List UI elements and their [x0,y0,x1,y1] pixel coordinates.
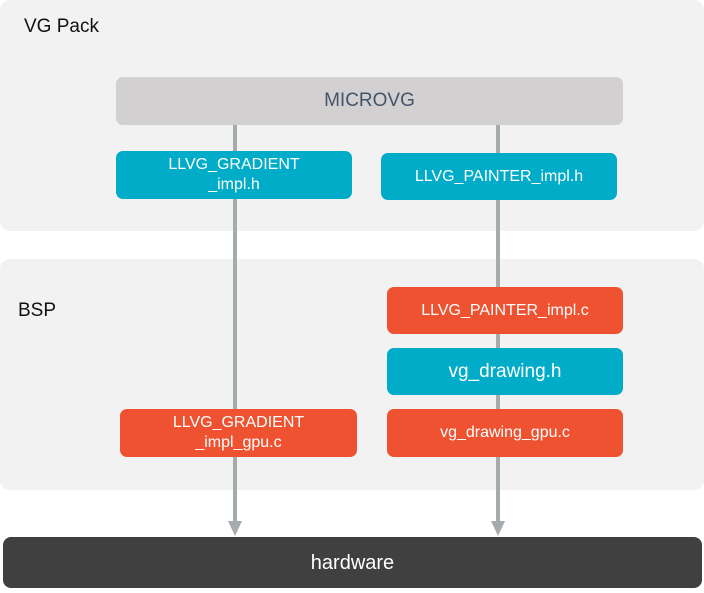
llvg-painter-impl-c-label: LLVG_PAINTER_impl.c [421,301,589,319]
connector-line-gradient [233,125,237,522]
llvg-gradient-impl-h-line1: LLVG_GRADIENT [168,156,300,173]
vg-drawing-gpu-c-label: vg_drawing_gpu.c [440,424,570,441]
llvg-gradient-impl-h-box: LLVG_GRADIENT _impl.h [116,151,352,199]
llvg-gradient-impl-gpu-c-box: LLVG_GRADIENT _impl_gpu.c [120,409,357,457]
microvg-box: MICROVG [116,77,623,125]
hardware-label: hardware [310,551,395,574]
vg-pack-label: VG Pack [24,16,99,37]
llvg-gradient-impl-gpu-c-line1: LLVG_GRADIENT [172,414,305,431]
vg-drawing-h-box: vg_drawing.h [387,348,623,395]
llvg-painter-impl-c-box: LLVG_PAINTER_impl.c [387,287,623,334]
arrow-down-icon [491,521,505,536]
bsp-label: BSP [18,300,57,321]
hardware-box: hardware [3,537,702,588]
llvg-gradient-impl-h-line2: _impl.h [208,176,260,193]
vg-drawing-h-label: vg_drawing.h [448,360,562,382]
llvg-gradient-impl-gpu-c-line2: _impl_gpu.c [195,434,282,451]
llvg-painter-impl-h-label: LLVG_PAINTER_impl.h [414,167,584,185]
llvg-painter-impl-h-box: LLVG_PAINTER_impl.h [381,153,617,200]
vg-drawing-gpu-c-box: vg_drawing_gpu.c [387,409,623,457]
microvg-label: MICROVG [324,90,415,111]
arrow-down-icon [228,521,242,536]
